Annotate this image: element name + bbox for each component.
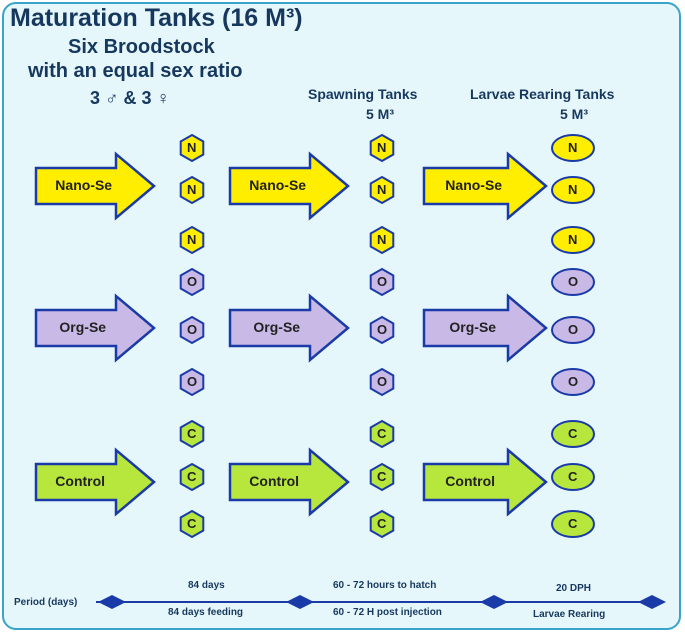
tank-code-c: C — [187, 469, 197, 484]
arrow-label-c-2: Control — [249, 473, 300, 489]
title: Maturation Tanks (16 M³) — [10, 4, 303, 32]
arrow-label-n-2: Nano-Se — [249, 177, 307, 193]
timeline-diamond-1 — [98, 595, 126, 609]
tank-code-o: O — [568, 322, 579, 337]
subtitle-line2: with an equal sex ratio — [28, 60, 243, 82]
tank-code-c: C — [568, 516, 578, 531]
arrow-c-1 — [34, 447, 156, 517]
tank-hexagon-o — [369, 367, 395, 397]
arrow-n-2 — [228, 151, 350, 221]
tank-hexagon-n — [179, 175, 205, 205]
tank-hexagon-c — [179, 509, 205, 539]
arrow-o-1 — [34, 293, 156, 363]
arrow-n-3 — [422, 151, 548, 221]
arrow-label-o-1: Org-Se — [59, 319, 107, 335]
period-label: Period (days) — [14, 597, 78, 608]
tank-hexagon-c — [179, 419, 205, 449]
tank-code-c: C — [377, 469, 387, 484]
tank-code-c: C — [568, 426, 578, 441]
tank-code-c: C — [568, 469, 578, 484]
tank-hexagon-c — [179, 462, 205, 492]
larvae-volume: 5 M³ — [560, 106, 588, 122]
tank-oval-o — [551, 316, 595, 344]
stage1-bottom: 84 days feeding — [168, 607, 244, 618]
tank-hexagon-n — [179, 225, 205, 255]
tank-code-n: N — [568, 182, 578, 197]
tank-code-o: O — [568, 374, 579, 389]
timeline-diamond-3 — [480, 595, 508, 609]
tank-code-n: N — [187, 232, 197, 247]
arrow-o-2 — [228, 293, 350, 363]
stage1-top: 84 days — [188, 580, 225, 591]
tank-hexagon-o — [179, 267, 205, 297]
tank-hexagon-o — [179, 367, 205, 397]
tank-hexagon-n — [179, 133, 205, 163]
tank-hexagon-c — [369, 462, 395, 492]
tank-code-o: O — [377, 374, 388, 389]
arrow-label-c-1: Control — [55, 473, 106, 489]
tank-code-o: O — [377, 274, 388, 289]
arrow-label-n-1: Nano-Se — [55, 177, 113, 193]
tank-hexagon-o — [369, 315, 395, 345]
tank-code-o: O — [377, 322, 388, 337]
sex-ratio: 3 ♂ & 3 ♀ — [90, 88, 171, 108]
timeline-diamond-4 — [638, 595, 666, 609]
tank-hexagon-c — [369, 419, 395, 449]
arrow-c-2 — [228, 447, 350, 517]
tank-code-n: N — [377, 232, 387, 247]
tank-hexagon-o — [369, 267, 395, 297]
tank-oval-c — [551, 510, 595, 538]
tank-hexagon-n — [369, 133, 395, 163]
tank-code-o: O — [568, 274, 579, 289]
tank-code-n: N — [568, 232, 578, 247]
tank-hexagon-o — [179, 315, 205, 345]
tank-hexagon-c — [369, 509, 395, 539]
tank-code-c: C — [377, 426, 387, 441]
stage2-bottom: 60 - 72 H post injection — [333, 607, 442, 618]
arrow-o-3 — [422, 293, 548, 363]
tank-oval-n — [551, 134, 595, 162]
tank-code-n: N — [187, 182, 197, 197]
tank-code-n: N — [377, 140, 387, 155]
tank-code-c: C — [377, 516, 387, 531]
tank-oval-n — [551, 176, 595, 204]
tank-code-n: N — [187, 140, 197, 155]
tank-oval-c — [551, 420, 595, 448]
tank-hexagon-n — [369, 175, 395, 205]
arrow-label-o-2: Org-Se — [253, 319, 301, 335]
spawning-volume: 5 M³ — [366, 106, 394, 122]
spawning-header: Spawning Tanks — [308, 86, 418, 102]
stage2-top: 60 - 72 hours to hatch — [333, 580, 437, 591]
tank-code-o: O — [187, 322, 198, 337]
stage3-top: 20 DPH — [556, 583, 592, 594]
tank-code-o: O — [187, 374, 198, 389]
tank-oval-o — [551, 368, 595, 396]
tank-oval-c — [551, 463, 595, 491]
arrow-label-o-3: Org-Se — [449, 319, 497, 335]
arrow-label-n-3: Nano-Se — [445, 177, 503, 193]
tank-code-o: O — [187, 274, 198, 289]
arrow-label-c-3: Control — [445, 473, 496, 489]
tank-code-c: C — [187, 426, 197, 441]
subtitle-line1: Six Broodstock — [68, 36, 215, 58]
timeline-diamond-2 — [286, 595, 314, 609]
arrow-n-1 — [34, 151, 156, 221]
tank-oval-o — [551, 268, 595, 296]
stage3-bottom: Larvae Rearing — [533, 609, 606, 620]
tank-code-n: N — [568, 140, 578, 155]
tank-code-n: N — [377, 182, 387, 197]
tank-hexagon-n — [369, 225, 395, 255]
tank-oval-n — [551, 226, 595, 254]
arrow-c-3 — [422, 447, 548, 517]
tank-code-c: C — [187, 516, 197, 531]
larvae-header: Larvae Rearing Tanks — [470, 86, 615, 102]
